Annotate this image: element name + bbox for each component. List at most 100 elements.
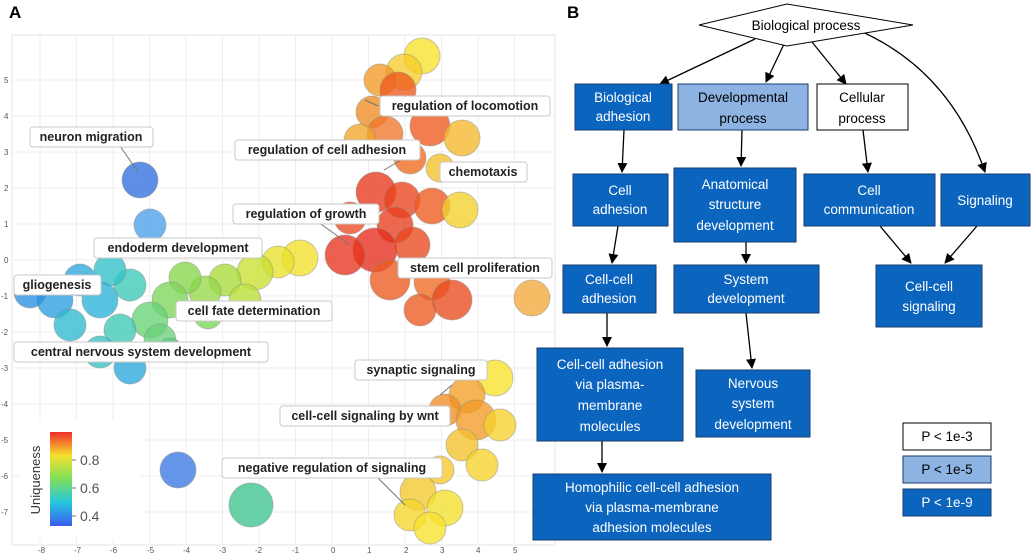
y-tick-label: -2 (1, 328, 9, 337)
node-nervous-system-development (695, 369, 811, 438)
legend-background (20, 420, 140, 538)
key-p-1e-5 (902, 455, 992, 484)
x-tick-label: -7 (74, 546, 82, 555)
label-box (232, 203, 380, 225)
y-tick-label: -4 (1, 400, 9, 409)
node-label: Biological (594, 90, 652, 105)
node-label: membrane (578, 398, 643, 413)
label-box (279, 405, 451, 427)
edge-arrow (736, 129, 747, 167)
x-tick-label: -2 (255, 546, 263, 555)
go-term-bubble (513, 279, 551, 317)
x-tick-label: 4 (476, 546, 481, 555)
y-tick-label: -5 (1, 436, 9, 445)
y-tick-label: 4 (4, 112, 9, 121)
y-tick-label: -6 (1, 472, 9, 481)
go-term-bubble (431, 279, 473, 321)
label-regulation-of-growth: regulation of growth (246, 207, 367, 221)
go-flowchart: Biological process Biological adhesion D… (532, 3, 1031, 541)
go-term-bubble (441, 191, 479, 229)
leader-line (364, 99, 379, 107)
node-label: Cell-cell (585, 272, 633, 287)
x-tick-label: 3 (440, 546, 445, 555)
node-label: Signaling (957, 193, 1013, 208)
node-biological-adhesion (574, 83, 673, 131)
bubble-labels: regulation of locomotion neuron migratio… (13, 95, 553, 479)
go-term-bubble (133, 208, 167, 242)
go-term-bubble (159, 451, 197, 489)
node-cell-cell-signaling (875, 264, 983, 328)
panel-a-letter: A (9, 3, 21, 22)
uniqueness-legend: 0.8 0.6 0.4 Uniqueness (20, 420, 140, 538)
y-tick-label: 3 (4, 148, 9, 157)
y-tick-label: 2 (4, 184, 9, 193)
y-tick-label: -7 (1, 508, 9, 517)
x-tick-label: 5 (513, 546, 518, 555)
go-term-bubble (121, 161, 159, 199)
edge-arrow (608, 225, 619, 264)
node-signaling (940, 173, 1031, 227)
label-box (13, 341, 269, 363)
node-label: development (714, 417, 792, 432)
edge-arrow (765, 41, 786, 83)
y-tick-label: 1 (4, 220, 9, 229)
label-chemotaxis: chemotaxis (449, 165, 518, 179)
node-label: structure (709, 197, 762, 212)
node-label: molecules (580, 419, 641, 434)
x-tick-label: -3 (219, 546, 227, 555)
label-box (234, 139, 421, 161)
y-tick-label: -1 (1, 292, 9, 301)
node-cell-cell-adhesion (562, 264, 657, 314)
go-term-bubble (445, 428, 479, 462)
node-label: Cell (857, 183, 880, 198)
x-tick-label: 2 (404, 546, 409, 555)
flowchart-nodes: Biological adhesion Developmental proces… (532, 83, 1031, 541)
legend-tick-label: 0.4 (80, 508, 100, 524)
node-label: Cell (608, 183, 631, 198)
node-label: System (723, 272, 768, 287)
y-axis: 5 4 3 2 1 0 -1 -2 -3 -4 -5 -6 -7 (1, 76, 9, 517)
label-cell-cell-signaling-by-wnt: cell-cell signaling by wnt (291, 409, 439, 423)
edge-arrow (861, 129, 872, 173)
label-regulation-of-cell-adhesion: regulation of cell adhesion (248, 143, 406, 157)
label-box (29, 126, 154, 148)
y-tick-label: 0 (4, 256, 9, 265)
legend-color-bar (50, 432, 72, 526)
key-label: P < 1e-9 (921, 495, 972, 510)
label-synaptic-signaling: synaptic signaling (366, 363, 475, 377)
edge-arrow (811, 41, 847, 85)
node-cell-adhesion (572, 173, 669, 227)
node-cell-cell-adhesion-plasma-membrane (536, 347, 684, 442)
node-label: Biological process (752, 18, 861, 33)
node-homophilic-cell-cell-adhesion (532, 473, 772, 541)
label-box (439, 161, 528, 183)
node-label: adhesion molecules (592, 520, 712, 535)
node-label: adhesion (582, 291, 637, 306)
label-box (397, 257, 553, 279)
edge-arrow (745, 312, 756, 369)
bubble-plot: -8 -7 -6 -5 -4 -3 -2 -1 0 1 2 3 4 5 5 4 … (1, 34, 556, 555)
node-label: Developmental (698, 90, 788, 105)
legend-title: Uniqueness (28, 445, 43, 514)
key-label: P < 1e-5 (921, 462, 972, 477)
edge-arrow (857, 29, 987, 173)
go-term-bubble (443, 119, 481, 157)
go-term-bubble (53, 308, 87, 342)
edge-arrow (879, 225, 912, 264)
x-tick-label: -6 (110, 546, 118, 555)
label-box (354, 359, 488, 381)
label-central-nervous-system-development: central nervous system development (31, 345, 252, 359)
y-tick-label: -3 (1, 364, 9, 373)
node-biological-process (698, 3, 914, 47)
go-term-bubble (228, 482, 274, 528)
node-label: adhesion (596, 109, 651, 124)
node-anatomical-structure-development (673, 167, 797, 243)
x-tick-label: -5 (147, 546, 155, 555)
leader-line (439, 384, 453, 396)
key-p-1e-9 (902, 488, 992, 517)
node-label: development (707, 291, 785, 306)
node-label: process (838, 111, 886, 126)
node-label: Homophilic cell-cell adhesion (565, 480, 739, 495)
node-label: system (732, 396, 775, 411)
